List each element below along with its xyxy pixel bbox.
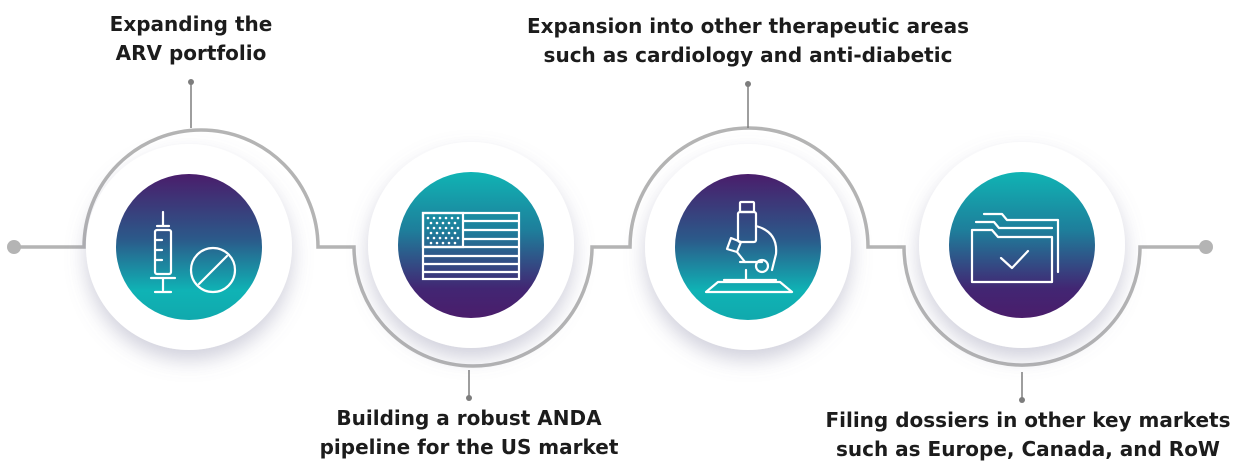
connector-dot-2 xyxy=(466,395,472,401)
timeline-path xyxy=(14,126,1206,368)
step-1-label: Expanding the ARV portfolio xyxy=(41,10,341,68)
microscope-icon xyxy=(704,200,794,294)
step-3-label: Expansion into other therapeutic areas s… xyxy=(498,12,998,70)
disc-1 xyxy=(116,174,262,320)
connector-dot-4 xyxy=(1019,397,1025,403)
disc-2 xyxy=(398,172,544,318)
syringe-and-pill-icon xyxy=(149,210,237,294)
step-3-label-line1: Expansion into other therapeutic areas xyxy=(526,14,969,38)
folder-check-icon xyxy=(970,212,1060,284)
disc-3 xyxy=(675,174,821,320)
connector-dot-3 xyxy=(745,81,751,87)
step-2-label: Building a robust ANDA pipeline for the … xyxy=(314,404,624,462)
step-1-label-line2: ARV portfolio xyxy=(115,41,267,65)
connector-dot-1 xyxy=(188,79,194,85)
step-2-label-line1: Building a robust ANDA xyxy=(336,406,602,430)
step-4-label: Filing dossiers in other key markets suc… xyxy=(818,406,1238,464)
step-4-label-line1: Filing dossiers in other key markets xyxy=(825,408,1231,432)
step-2-label-line2: pipeline for the US market xyxy=(319,435,619,459)
end-dot xyxy=(1199,240,1213,254)
step-1-label-line1: Expanding the xyxy=(109,12,273,36)
us-flag-icon xyxy=(421,211,521,281)
start-dot xyxy=(7,240,21,254)
step-3-label-line2: such as cardiology and anti-diabetic xyxy=(543,43,953,67)
step-4-label-line2: such as Europe, Canada, and RoW xyxy=(835,437,1220,461)
